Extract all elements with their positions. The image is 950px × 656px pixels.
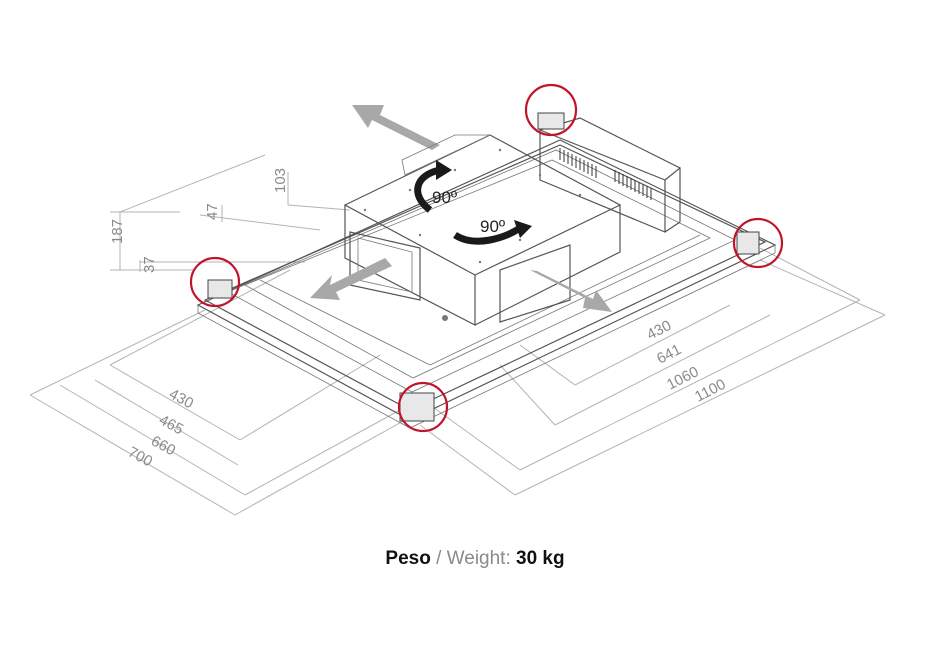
dim-right-430: 430	[644, 317, 674, 344]
mounting-bracket-highlight-icon	[732, 217, 784, 269]
dim-47: 47	[204, 203, 221, 220]
weight-value: 30 kg	[516, 548, 565, 569]
weight-caption: Peso / Weight: 30 kg	[0, 548, 950, 570]
mounting-bracket-highlight-icon	[524, 83, 578, 137]
dim-187: 187	[109, 219, 126, 244]
airflow-arrow-front-right	[530, 270, 612, 312]
electronics-box	[539, 117, 682, 233]
dim-left-430: 430	[166, 386, 196, 413]
rotation-label-vertical: 90º	[432, 188, 457, 207]
mounting-bracket-highlight-icon	[397, 381, 449, 433]
height-dimension-lines	[110, 154, 351, 272]
plenum-box	[343, 134, 622, 326]
airflow-arrow-front-left	[310, 258, 392, 300]
mounting-bracket-icons	[207, 112, 760, 422]
peso-label: Peso	[385, 548, 431, 569]
caption-separator: /	[430, 548, 447, 569]
dim-103: 103	[272, 168, 289, 193]
dim-right-641: 641	[654, 341, 684, 368]
weight-label: Weight:	[446, 548, 511, 569]
rotation-arrow-vertical	[414, 160, 452, 213]
right-dimension-lines	[419, 247, 886, 496]
dim-37: 37	[141, 256, 158, 273]
mounting-bracket-highlight-icon	[189, 256, 241, 308]
rotation-label-horizontal: 90º	[480, 217, 505, 236]
mounting-bracket-highlights	[189, 83, 784, 433]
left-dimension-lines	[29, 269, 406, 516]
rotation-arrow-horizontal	[453, 220, 532, 245]
airflow-arrow-back	[352, 105, 440, 150]
